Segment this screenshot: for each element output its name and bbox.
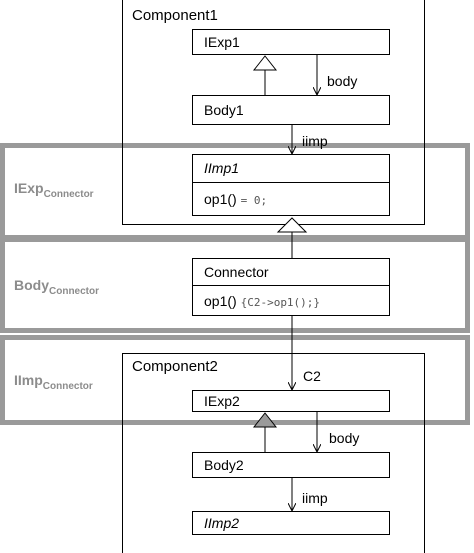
- body-edge-label-1: body: [327, 73, 358, 89]
- body1-box: Body1: [192, 95, 390, 125]
- iimp-connector-band: [0, 335, 470, 425]
- iimp1-box: IImp1 op1() = 0;: [192, 154, 390, 216]
- inherit-triangle-icon: [252, 412, 278, 428]
- iexp2-box: IExp2: [192, 390, 390, 412]
- iimp2-box: IImp2: [192, 511, 390, 535]
- c2-edge-label: C2: [303, 368, 321, 384]
- inherit-triangle-icon: [276, 217, 308, 233]
- inherit-triangle-icon: [252, 55, 278, 71]
- iexp1-box: IExp1: [192, 29, 390, 55]
- connector-operation: op1() {C2->op1();}: [204, 293, 321, 309]
- iimp1-label: IImp1: [204, 160, 240, 176]
- iexp-connector-label: IExpConnector: [14, 180, 94, 200]
- component1-title: Component1: [132, 7, 218, 24]
- body-connector-label: BodyConnector: [14, 277, 99, 297]
- connector-box: Connector op1() {C2->op1();}: [192, 258, 390, 316]
- iexp2-label: IExp2: [204, 393, 240, 409]
- iimp-edge-label-2: iimp: [302, 490, 328, 506]
- component2-title: Component2: [132, 358, 218, 375]
- body1-label: Body1: [204, 102, 244, 118]
- component1-frame: [122, 0, 425, 225]
- iimp2-label: IImp2: [204, 515, 240, 531]
- body2-label: Body2: [204, 457, 244, 473]
- component2-frame: [122, 353, 425, 553]
- iimp1-divider: [193, 182, 389, 183]
- iimp-connector-label: IImpConnector: [14, 372, 93, 392]
- body-connector-band: [0, 237, 470, 333]
- iexp1-label: IExp1: [204, 34, 240, 50]
- body2-box: Body2: [192, 452, 390, 478]
- connector-label: Connector: [204, 264, 269, 280]
- body-edge-label-2: body: [329, 430, 360, 446]
- iimp-edge-label-1: iimp: [302, 133, 328, 149]
- iimp1-operation: op1() = 0;: [204, 191, 268, 207]
- connector-divider: [193, 285, 389, 286]
